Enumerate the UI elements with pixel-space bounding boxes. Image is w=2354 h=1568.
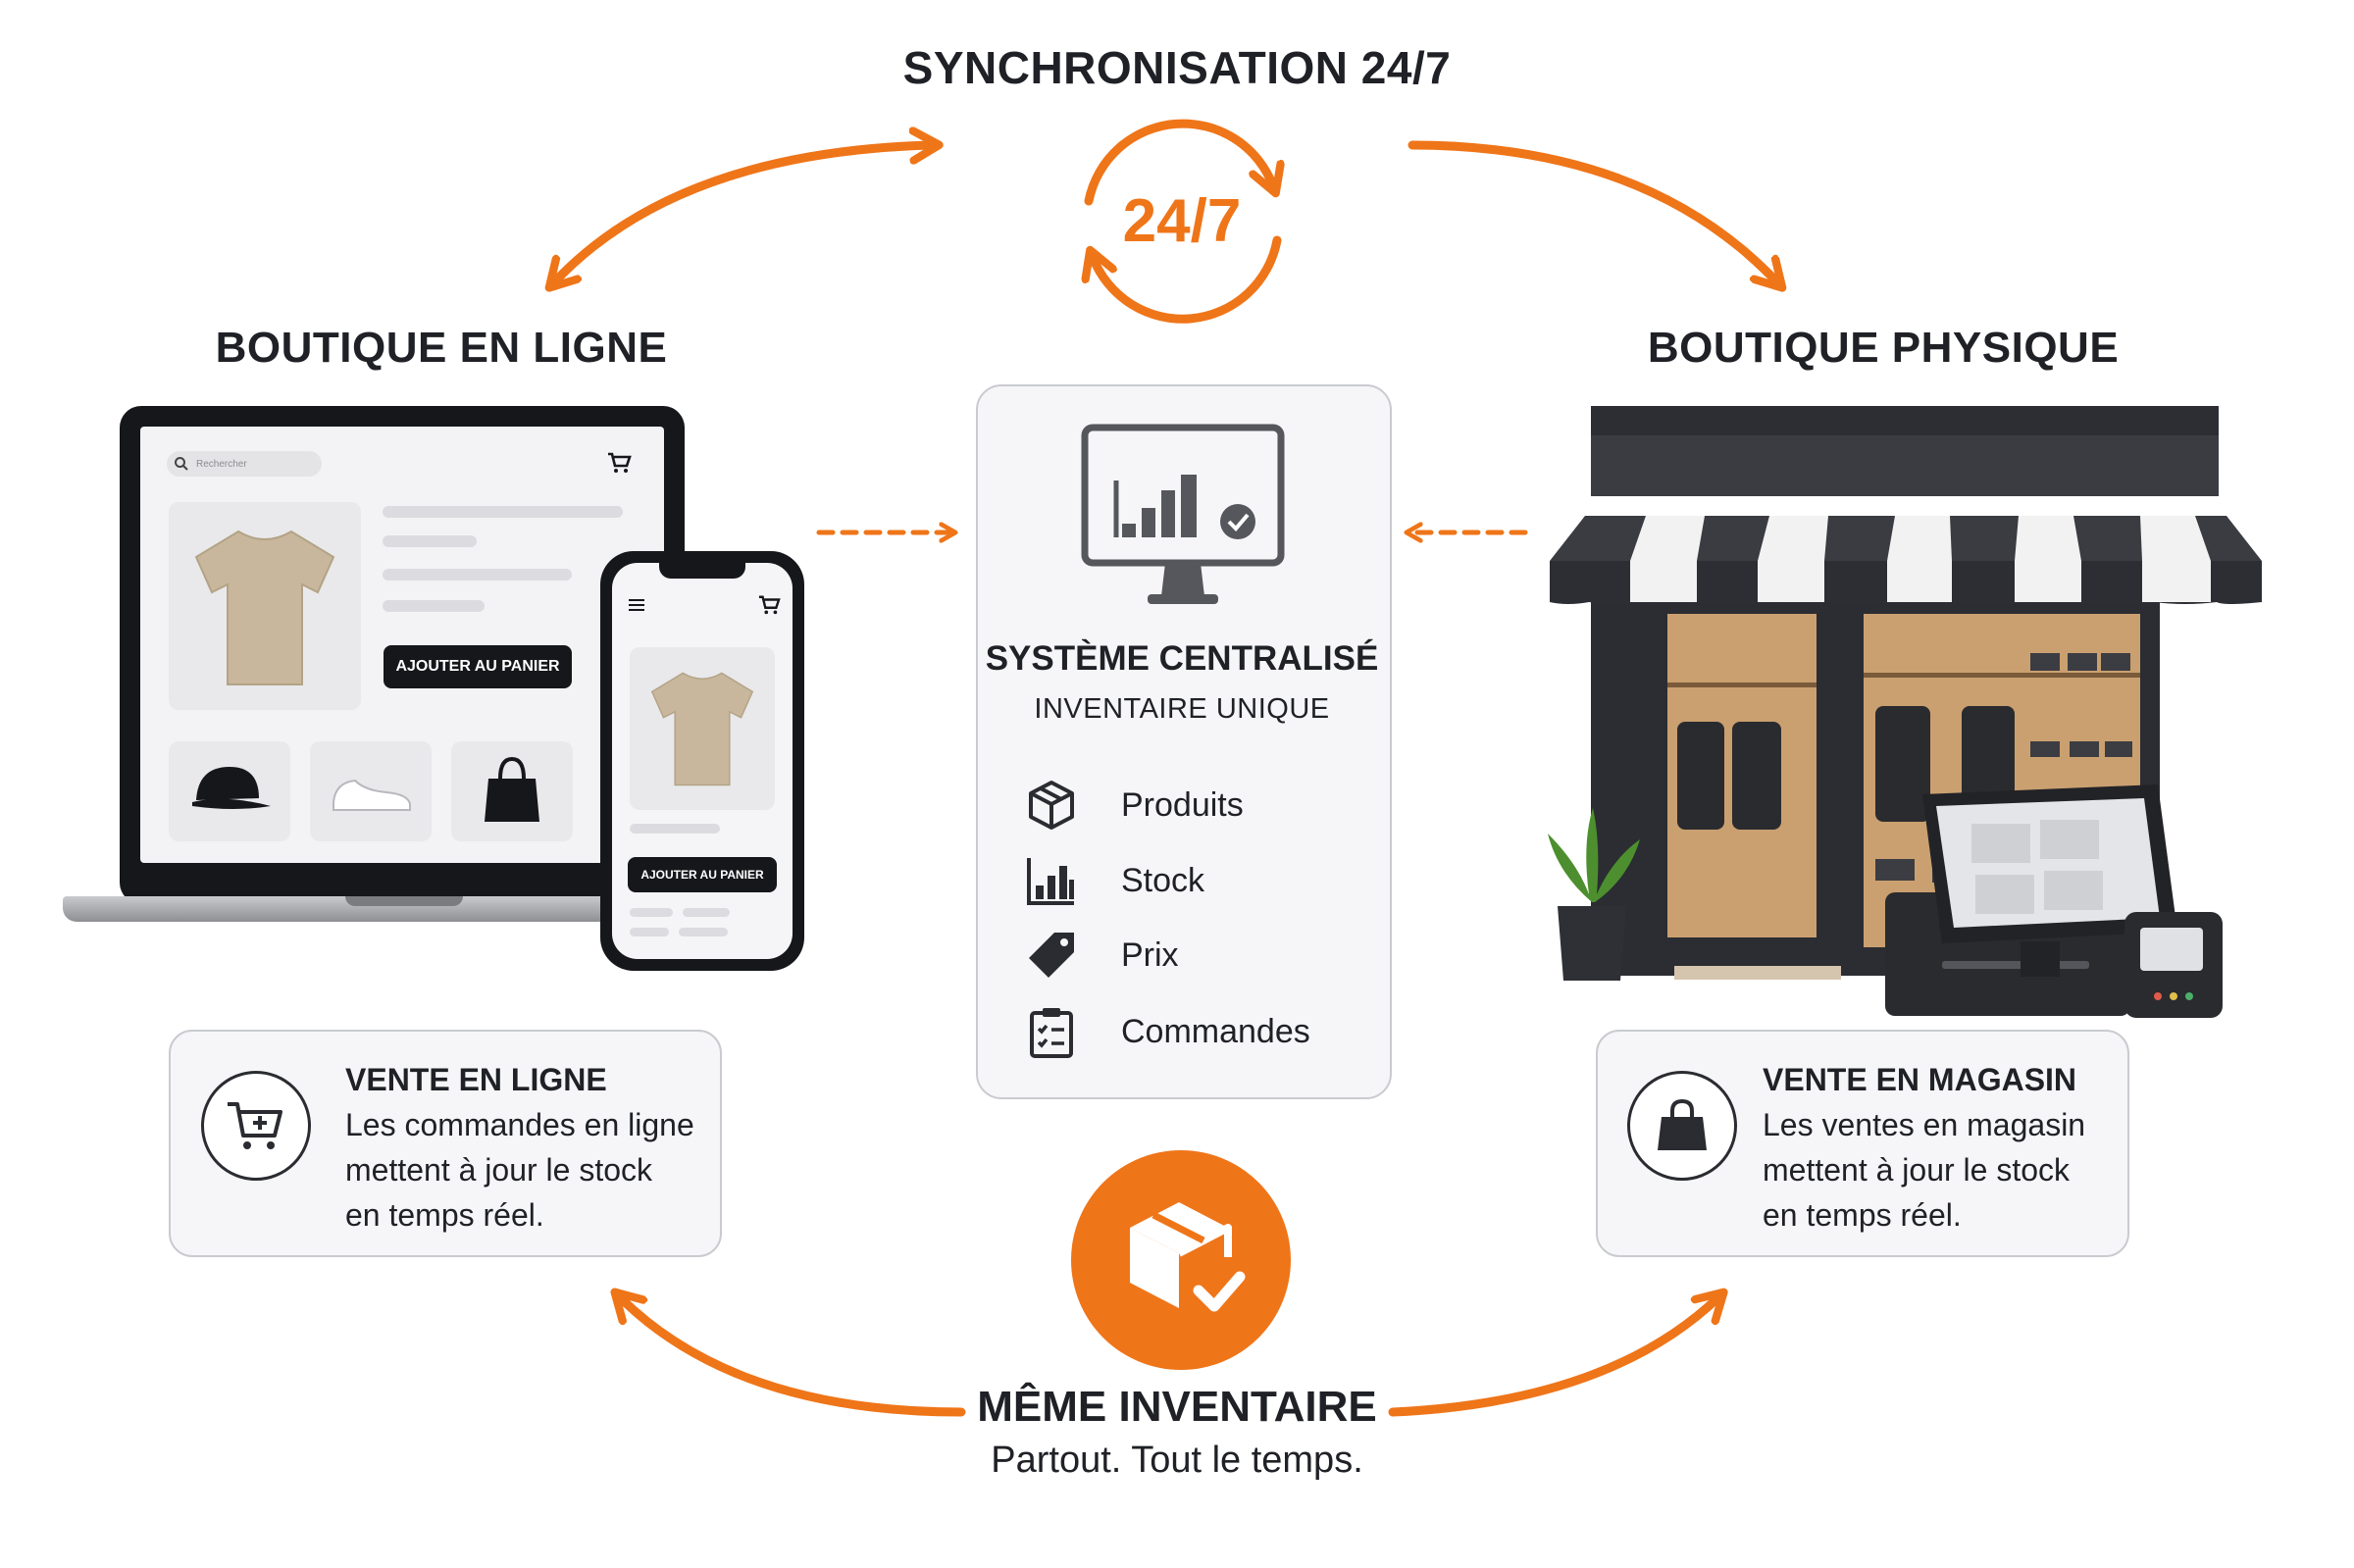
laptop-search-text: Rechercher (196, 458, 247, 470)
phone-add-to-cart-button[interactable]: AJOUTER AU PANIER (628, 857, 777, 892)
online-sale-text: VENTE EN LIGNE Les commandes en ligne me… (345, 1057, 708, 1238)
sync-cycle-icon (1089, 119, 1277, 324)
store-awning (1550, 516, 2262, 604)
phone-line (679, 928, 728, 936)
cart-icon[interactable] (606, 451, 632, 475)
arrow-top-right (1407, 140, 1777, 282)
product-line (383, 600, 485, 612)
phone-line (630, 908, 673, 917)
store-roof-top (1591, 406, 2219, 435)
clipboard-icon (1030, 1008, 1073, 1058)
phone-line (630, 824, 720, 834)
arrow-bottom-left (620, 1297, 966, 1417)
inventory-subtitle: Partout. Tout le temps. (991, 1440, 1363, 1481)
online-store-title: BOUTIQUE EN LIGNE (215, 324, 668, 372)
pos-terminal-icon (1885, 784, 2223, 1018)
online-sale-line: en temps réel. (345, 1197, 544, 1233)
product-line (383, 535, 477, 547)
feature-orders: Commandes (1025, 1004, 1358, 1059)
clothing-rack-icon (1667, 653, 2140, 883)
plant-icon (1548, 808, 1640, 981)
phone-cart-icon[interactable] (757, 594, 781, 616)
inventory-title: MÊME INVENTAIRE (977, 1383, 1377, 1431)
arrow-bottom-right (1388, 1297, 1718, 1417)
online-sale-line: mettent à jour le stock (345, 1152, 653, 1188)
feature-orders-label: Commandes (1121, 1012, 1310, 1050)
arrow-top-left (554, 145, 932, 282)
product-title-line (383, 506, 623, 518)
feature-products-label: Produits (1121, 785, 1244, 824)
feature-stock-label: Stock (1121, 861, 1205, 899)
feature-price: Prix (1025, 928, 1358, 983)
store-doormat (1674, 966, 1841, 980)
sync-title: SYNCHRONISATION 24/7 (902, 42, 1452, 93)
sync-badge: 24/7 (1122, 187, 1242, 255)
central-system-subtitle: INVENTAIRE UNIQUE (1034, 693, 1330, 725)
feature-stock: Stock (1025, 853, 1358, 908)
price-tag-icon (1029, 933, 1074, 978)
monitor-chart-icon (1081, 424, 1285, 604)
package-check-icon (1130, 1202, 1246, 1312)
store-sale-text: VENTE EN MAGASIN Les ventes en magasin m… (1763, 1057, 2116, 1238)
online-sale-line: Les commandes en ligne (345, 1107, 694, 1142)
cart-plus-icon (228, 1102, 282, 1149)
laptop-search-bar[interactable]: Rechercher (167, 451, 322, 477)
handbag-icon (485, 756, 539, 822)
tshirt-icon (194, 530, 335, 685)
store-sale-title: VENTE EN MAGASIN (1763, 1062, 2077, 1097)
phone-notch (659, 563, 745, 579)
search-icon (175, 457, 188, 471)
cap-icon (192, 767, 271, 809)
feature-products: Produits (1025, 778, 1358, 833)
physical-store-title: BOUTIQUE PHYSIQUE (1647, 324, 2120, 372)
box-icon (1029, 781, 1074, 830)
add-to-cart-button[interactable]: AJOUTER AU PANIER (384, 645, 572, 688)
store-sale-line: Les ventes en magasin (1763, 1107, 2086, 1142)
central-system-title: SYSTÈME CENTRALISÉ (985, 639, 1379, 678)
feature-price-label: Prix (1121, 936, 1179, 974)
store-sale-line: en temps réel. (1763, 1197, 1962, 1233)
menu-icon[interactable] (628, 598, 645, 612)
product-line (383, 569, 572, 581)
bar-chart-icon (1027, 858, 1074, 905)
online-sale-icon-circle (201, 1071, 311, 1181)
sneaker-icon (333, 779, 411, 811)
laptop-notch (345, 896, 463, 906)
online-sale-title: VENTE EN LIGNE (345, 1062, 607, 1097)
phone-line (630, 928, 669, 936)
phone-line (683, 908, 730, 917)
inventory-badge (1071, 1150, 1291, 1370)
shopping-bag-icon (1658, 1098, 1707, 1150)
phone-tshirt-icon (650, 672, 754, 786)
store-sale-line: mettent à jour le stock (1763, 1152, 2071, 1188)
store-sale-icon-circle (1627, 1071, 1737, 1181)
